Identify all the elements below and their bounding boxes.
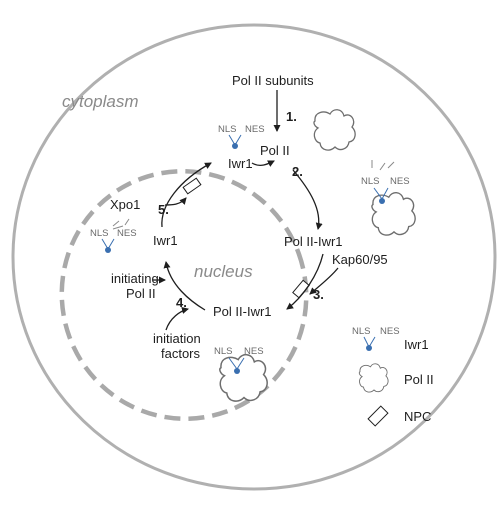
iwr1-glyph-top: NLS NES [218,124,265,149]
nuclear-envelope [59,168,309,422]
initiating-line2: Pol II [126,286,156,301]
pol2-iwr1-complex-nucleus: NLS NES [214,346,268,402]
arrow-kap [309,267,339,295]
step-2: 2. [292,164,303,179]
svg-text:NLS: NLS [218,124,236,135]
arrow-step5 [161,162,212,228]
arrow-step3 [286,253,324,310]
svg-text:NLS: NLS [90,228,108,239]
arrow-initiation-factors [165,307,189,331]
svg-text:NES: NES [244,346,264,357]
pol2-shape-alone [313,109,356,151]
arrow-xpo1 [164,197,187,206]
kap60-95-label: Kap60/95 [332,252,388,267]
legend-npc: NPC [367,405,431,427]
svg-text:NES: NES [390,176,410,187]
svg-text:NES: NES [245,124,265,135]
arrow-step4 [163,261,206,311]
svg-text:NLS: NLS [361,176,379,187]
step-5: 5. [158,202,169,217]
step-4: 4. [176,295,187,310]
legend-npc-label: NPC [404,409,431,424]
initiation-line2: factors [161,346,201,361]
pol2-iwr1-label-bottom: Pol II-Iwr1 [213,304,272,319]
iwr1-label-top: Iwr1 [228,156,253,171]
legend-pol2: Pol II [358,363,434,393]
initiation-line1: initiation [153,331,201,346]
xpo1-label: Xpo1 [110,197,140,212]
pol2-label-top: Pol II [260,143,290,158]
svg-text:NES: NES [117,228,137,239]
svg-text:NLS: NLS [352,326,370,337]
initiating-line1: initiating [111,271,159,286]
legend-pol2-label: Pol II [404,372,434,387]
iwr1-glyph-left: NLS NES [90,218,137,253]
arrow-iwr1-association [251,160,275,167]
svg-text:NLS: NLS [214,346,232,357]
nucleus-label: nucleus [194,262,253,281]
pol2-iwr1-label-right: Pol II-Iwr1 [284,234,343,249]
arrow-step2 [292,169,323,230]
svg-text:NES: NES [380,326,400,337]
legend: NLS NES Iwr1 Pol II NPC [352,326,434,427]
step-1: 1. [286,109,297,124]
pol2-subunits-label: Pol II subunits [232,73,314,88]
cytoplasm-label: cytoplasm [62,92,139,111]
step-3: 3. [313,287,324,302]
npc-left [182,177,202,195]
legend-iwr1: NLS NES Iwr1 [352,326,429,352]
iwr1-label-left: Iwr1 [153,233,178,248]
pol2-iwr1-complex-right: NLS NES [361,160,416,236]
legend-iwr1-label: Iwr1 [404,337,429,352]
